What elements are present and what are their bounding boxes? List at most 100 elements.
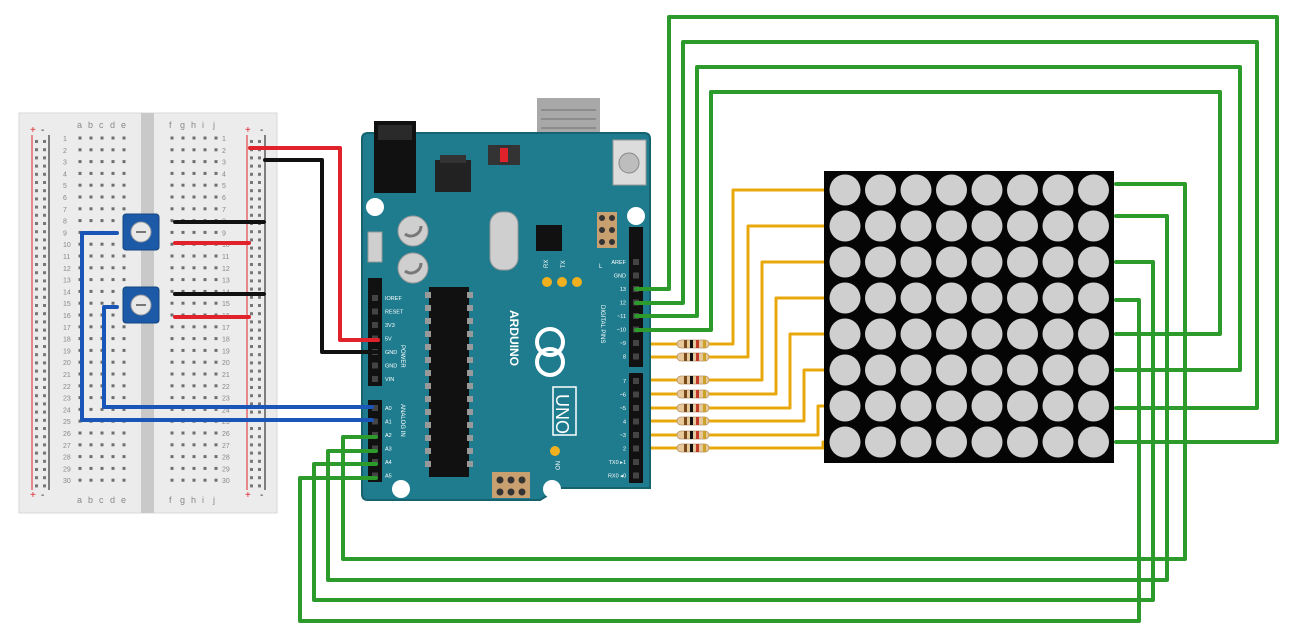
terminal-hole: [203, 289, 207, 293]
terminal-hole: [122, 407, 126, 411]
column-letter: g: [180, 495, 185, 505]
row-number: 5: [222, 183, 226, 190]
resistor-band: [703, 376, 706, 384]
row-number: 4: [222, 171, 226, 178]
terminal-hole: [111, 455, 115, 459]
row-number: 10: [63, 242, 71, 249]
rail-hole: [258, 246, 261, 250]
led-label: RX: [544, 260, 550, 268]
terminal-hole: [89, 183, 93, 187]
rail-hole: [35, 320, 38, 324]
row-number: 19: [63, 348, 71, 355]
matrix-led: [1078, 210, 1109, 242]
rail-hole: [258, 181, 261, 184]
resistor-band: [684, 431, 687, 439]
brand-label: ARDUINO: [507, 310, 521, 366]
rail-hole: [258, 254, 261, 258]
mounting-hole: [392, 480, 410, 498]
power-pin-label: 3V3: [385, 323, 395, 329]
terminal-hole: [100, 254, 104, 258]
rail-hole: [258, 427, 261, 430]
matrix-led: [865, 210, 896, 242]
rail-hole: [250, 427, 253, 430]
matrix-led: [936, 318, 967, 350]
green-wire: [341, 182, 1187, 561]
black-wire-gnd: [263, 158, 380, 354]
chip-leg: [425, 344, 431, 350]
onboard-led: [557, 277, 567, 287]
terminal-hole: [78, 230, 82, 234]
rail-hole: [35, 263, 38, 266]
terminal-hole: [214, 466, 218, 470]
digital-pin-label: ~11: [617, 314, 626, 320]
matrix-led: [1078, 426, 1109, 458]
column-letter: f: [169, 120, 172, 130]
terminal-hole: [111, 384, 115, 388]
rail-hole: [258, 279, 261, 283]
analog-pin-label: A4: [385, 460, 392, 466]
terminal-hole: [192, 431, 196, 435]
terminal-hole: [181, 431, 185, 435]
analog-pin-label: A0: [385, 406, 392, 412]
rail-plus-label: +: [30, 490, 36, 501]
rail-hole: [43, 345, 46, 348]
terminal-hole: [170, 266, 174, 270]
terminal-hole: [170, 372, 174, 376]
terminal-hole: [170, 455, 174, 459]
terminal-hole: [203, 348, 207, 352]
chip-leg: [467, 422, 473, 428]
row-number: 17: [222, 325, 230, 332]
matrix-led: [971, 318, 1003, 350]
rail-hole: [250, 451, 253, 455]
terminal-hole: [214, 396, 218, 400]
matrix-led: [971, 354, 1003, 386]
chip-leg: [425, 318, 431, 324]
matrix-led: [1007, 354, 1038, 386]
rail-hole: [258, 197, 261, 201]
rail-hole: [35, 410, 38, 414]
rail-hole: [250, 328, 253, 332]
chip-leg: [467, 344, 473, 350]
rail-hole: [43, 443, 46, 447]
rail-hole: [43, 459, 46, 463]
row-number: 2: [222, 148, 226, 155]
rail-hole: [35, 476, 38, 480]
terminal-hole: [203, 478, 207, 482]
wire-layer-back: [298, 15, 1279, 623]
rail-hole: [258, 476, 261, 480]
icsp-pin: [609, 227, 615, 233]
digital-pin-label: 7: [623, 379, 626, 385]
terminal-hole: [122, 148, 126, 152]
rail-hole: [258, 443, 261, 447]
header-pin: [372, 445, 378, 452]
terminal-hole: [214, 254, 218, 258]
terminal-hole: [192, 372, 196, 376]
terminal-hole: [89, 254, 93, 258]
row-number: 13: [222, 278, 230, 285]
rail-hole: [35, 304, 38, 307]
terminal-hole: [192, 207, 196, 211]
terminal-hole: [89, 171, 93, 175]
terminal-hole: [192, 148, 196, 152]
matrix-led: [1042, 210, 1074, 242]
terminal-hole: [111, 431, 115, 435]
terminal-hole: [78, 478, 82, 482]
rail-hole: [35, 271, 38, 275]
row-number: 28: [63, 455, 71, 462]
terminal-hole: [89, 278, 93, 282]
terminal-hole: [192, 396, 196, 400]
matrix-led: [936, 426, 967, 458]
rail-hole: [250, 304, 253, 307]
rail-hole: [35, 230, 38, 234]
matrix-led: [971, 246, 1003, 278]
row-number: 30: [222, 478, 230, 485]
rail-hole: [43, 369, 46, 373]
row-number: 4: [63, 171, 67, 178]
row-number: 16: [63, 313, 71, 320]
column-letter: f: [169, 495, 172, 505]
terminal-hole: [192, 301, 196, 305]
rail-hole: [258, 320, 261, 324]
terminal-hole: [181, 443, 185, 447]
chip-leg: [425, 422, 431, 428]
resistor-band: [703, 353, 706, 361]
